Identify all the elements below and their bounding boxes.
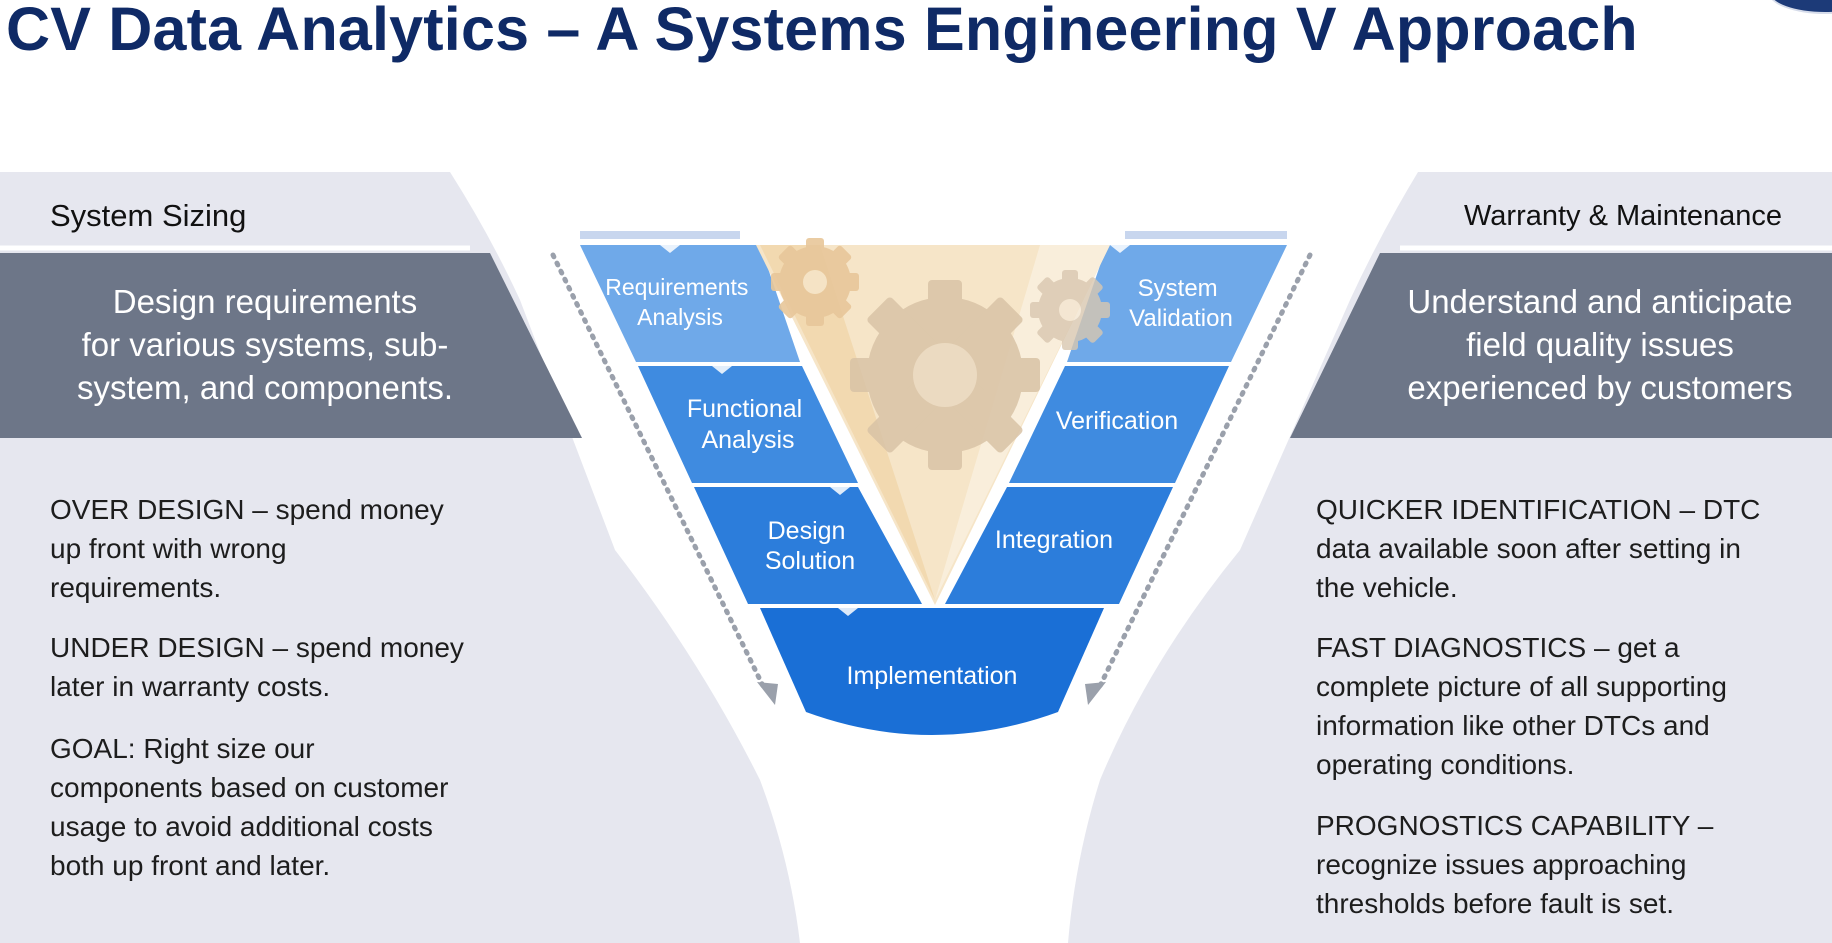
system-validation-label: System Validation bbox=[1129, 275, 1233, 332]
requirements-analysis-label: Requirements Analysis bbox=[605, 274, 755, 330]
over-design-paragraph: OVER DESIGN – spend money up front with … bbox=[50, 494, 444, 603]
design-solution-block bbox=[694, 487, 922, 604]
gear-icon bbox=[771, 238, 859, 326]
left-band-text: Design requirements for various systems,… bbox=[76, 283, 454, 406]
under-design-paragraph: UNDER DESIGN – spend money later in warr… bbox=[50, 632, 464, 702]
arrow-down-icon bbox=[757, 682, 778, 705]
fast-diagnostics-paragraph: FAST DIAGNOSTICS – get a complete pictur… bbox=[1316, 632, 1727, 780]
verification-label: Verification bbox=[1056, 407, 1178, 435]
quicker-identification-paragraph: QUICKER IDENTIFICATION – DTC data availa… bbox=[1316, 494, 1761, 603]
implementation-label: Implementation bbox=[847, 662, 1018, 690]
verification-block bbox=[1009, 366, 1229, 483]
design-solution-label: Design Solution bbox=[765, 517, 855, 575]
arrow-down-icon bbox=[1085, 682, 1106, 705]
goal-paragraph: GOAL: Right size our components based on… bbox=[50, 733, 449, 881]
gear-icon bbox=[850, 280, 1040, 470]
system-validation-block bbox=[1067, 245, 1287, 362]
functional-analysis-block bbox=[638, 366, 858, 483]
left-panel-header: System Sizing bbox=[50, 198, 247, 233]
requirements-analysis-block bbox=[580, 245, 800, 362]
right-band-shape bbox=[1290, 253, 1832, 438]
left-band-shape bbox=[0, 253, 582, 438]
right-band-text: Understand and anticipate field quality … bbox=[1407, 283, 1793, 406]
functional-analysis-label: Functional Analysis bbox=[687, 395, 809, 454]
prognostics-capability-paragraph: PROGNOSTICS CAPABILITY – recognize issue… bbox=[1316, 810, 1714, 919]
integration-label: Integration bbox=[995, 526, 1113, 554]
slide-title: CV Data Analytics – A Systems Engineerin… bbox=[6, 0, 1638, 63]
right-panel-header: Warranty & Maintenance bbox=[1464, 200, 1783, 232]
implementation-block bbox=[760, 608, 1104, 735]
integration-block bbox=[945, 487, 1173, 604]
gear-icon bbox=[1030, 270, 1110, 350]
